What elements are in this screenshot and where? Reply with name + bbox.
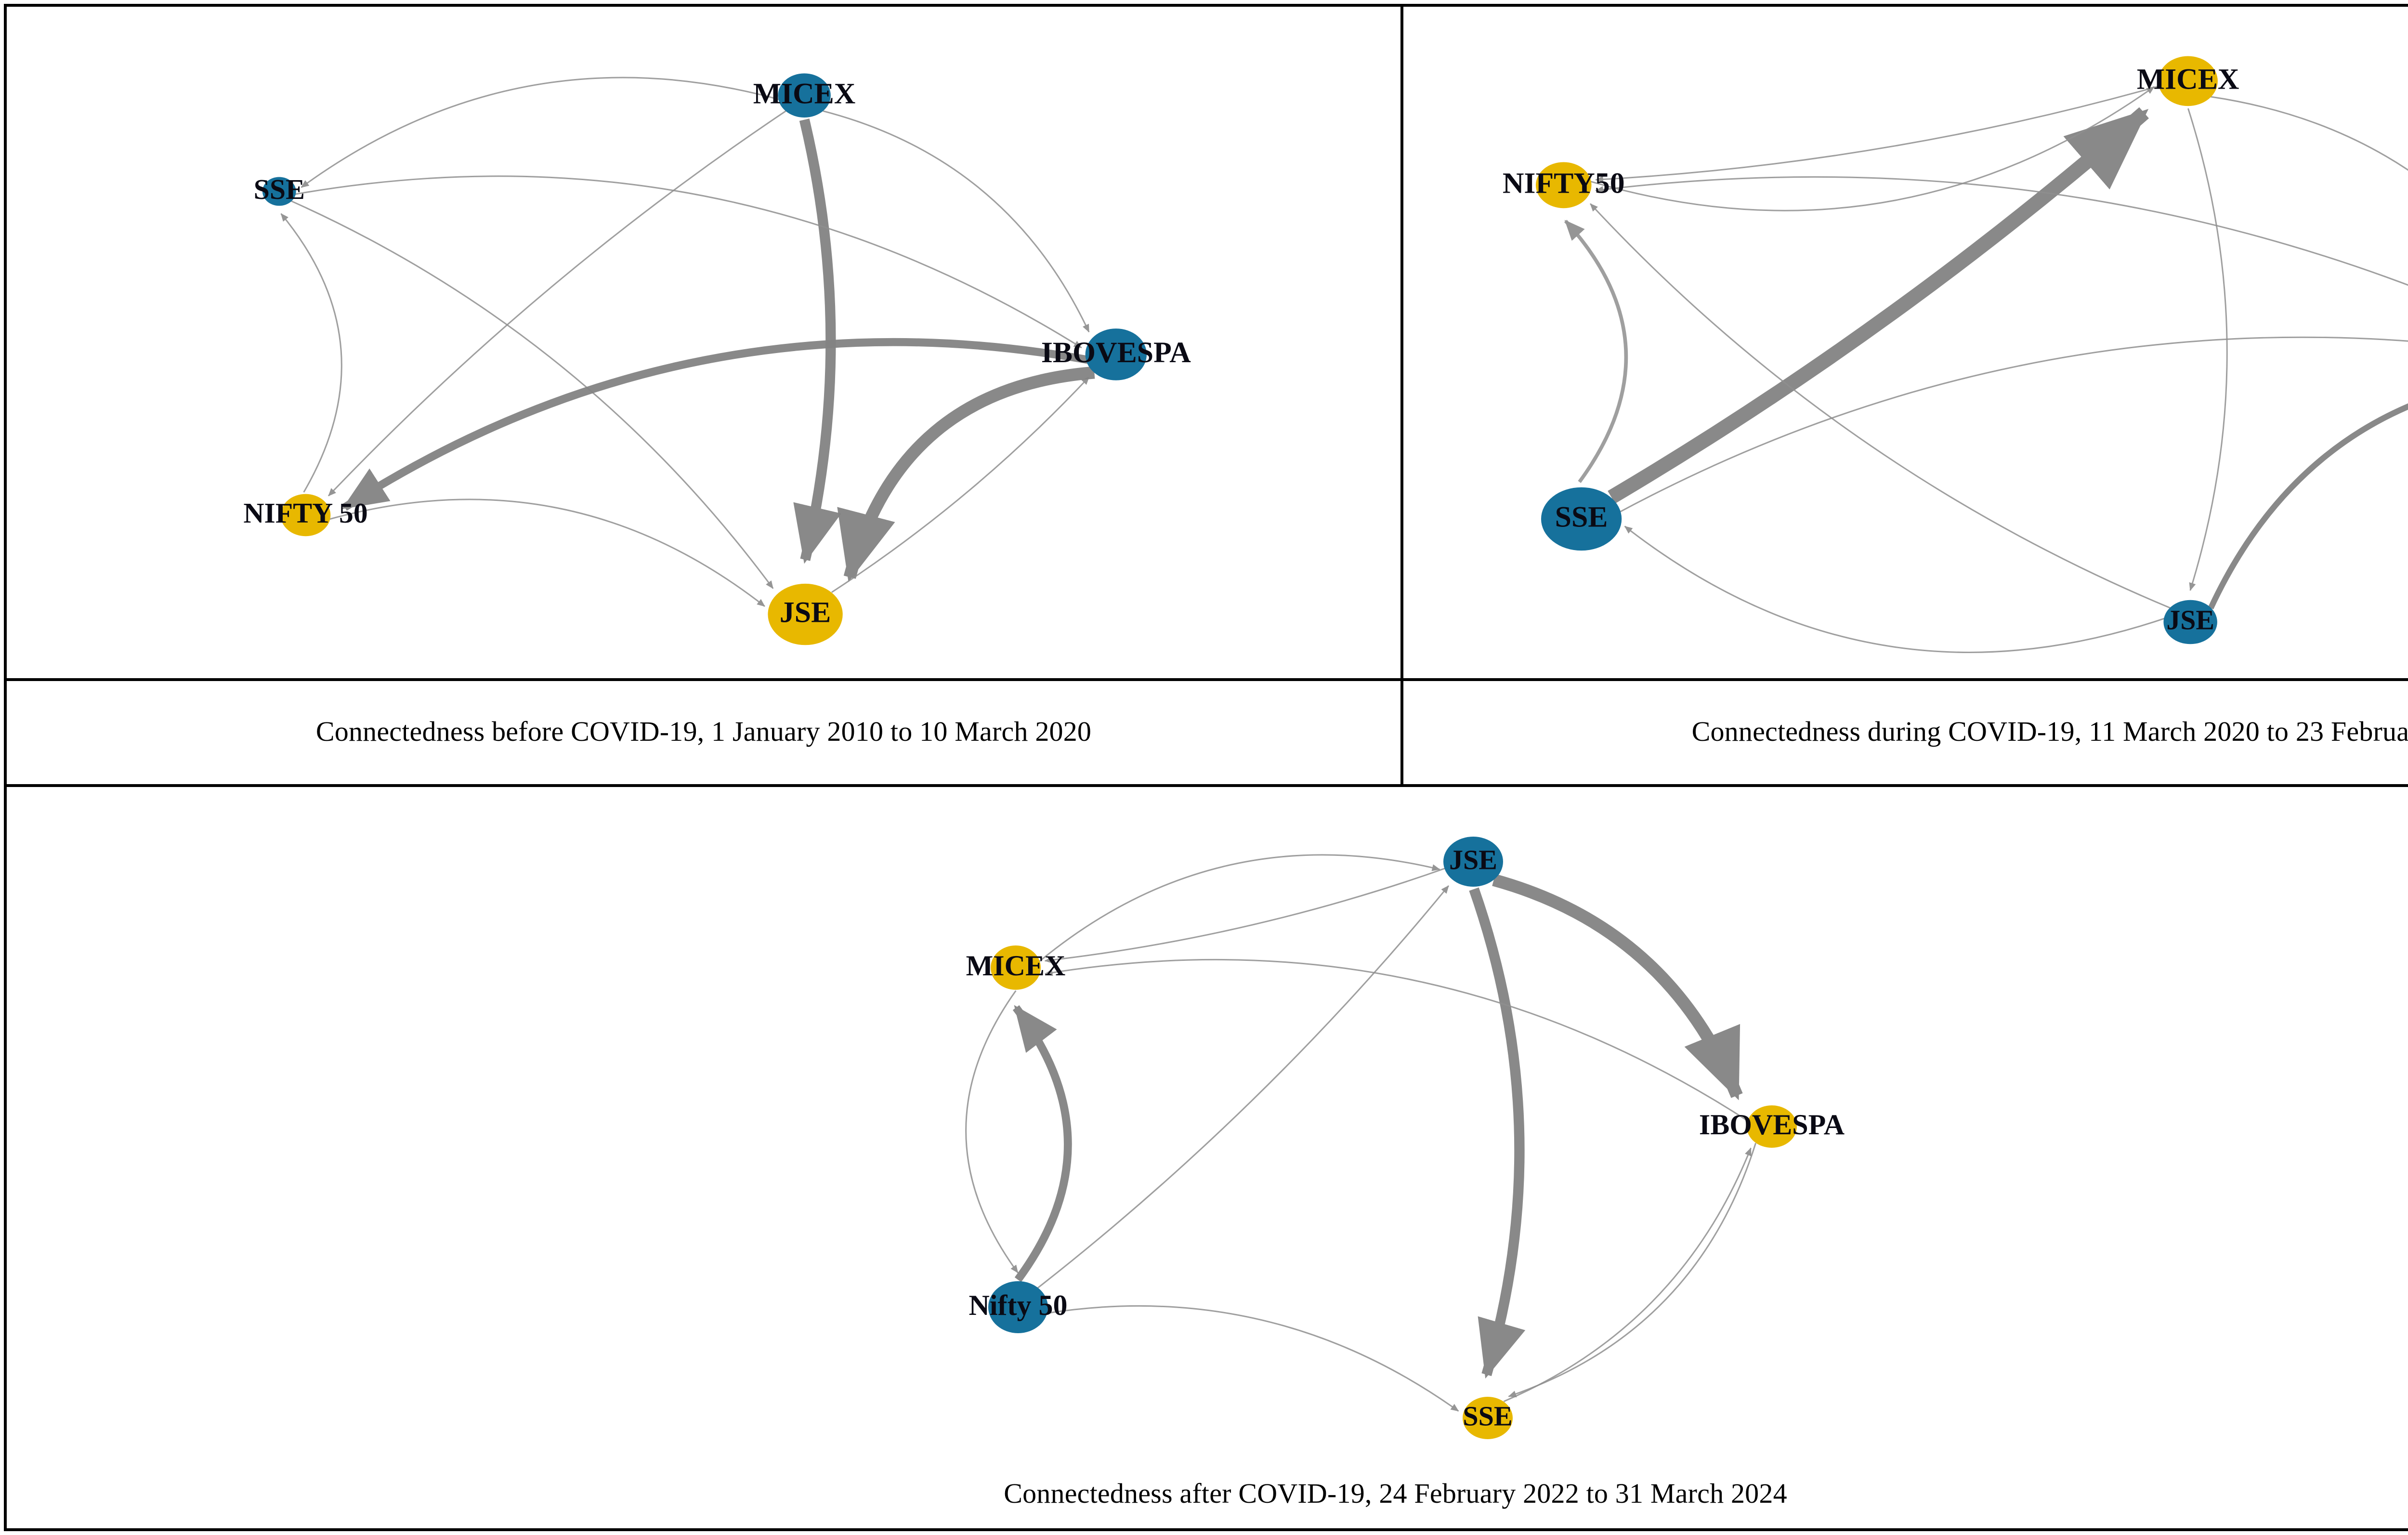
- node-label: JSE: [1449, 844, 1497, 875]
- node-label: SSE: [1555, 501, 1608, 534]
- network-edge: [965, 990, 1019, 1273]
- network-edge: [1595, 176, 2408, 286]
- node-label: JSE: [780, 596, 831, 629]
- node-layer: JSE MICEX IBOVESPA Nifty 50 SSE: [966, 837, 1845, 1439]
- network-edge: [831, 376, 1090, 593]
- edge-layer: [1564, 85, 2408, 653]
- network-edge: [823, 110, 1090, 333]
- network-edge: [793, 118, 841, 564]
- network-node[interactable]: IBOVESPA: [1041, 328, 1191, 380]
- network-edge: [1037, 885, 1450, 1289]
- network-edge: [1508, 1142, 1757, 1398]
- network-edge: [327, 110, 786, 497]
- node-label: MICEX: [2137, 63, 2239, 95]
- node-label: SSE: [1463, 1400, 1512, 1431]
- network-edge: [327, 499, 765, 607]
- node-circle[interactable]: [991, 945, 1041, 990]
- edge-layer: [965, 854, 1757, 1412]
- network-edge: [2210, 96, 2408, 171]
- node-circle[interactable]: [262, 177, 296, 206]
- network-node[interactable]: SSE: [1463, 1397, 1513, 1439]
- network-node[interactable]: IBOVESPA: [1699, 1105, 1845, 1148]
- network-edge: [1012, 1005, 1072, 1282]
- node-circle[interactable]: [1747, 1105, 1797, 1148]
- node-circle[interactable]: [1535, 162, 1592, 209]
- node-label: MICEX: [753, 77, 856, 110]
- panel-during-covid: MICEXNIFTY50IBOVESPASSEJSE: [1403, 7, 2408, 681]
- network-edge: [1590, 203, 2171, 609]
- network-edge: [1608, 107, 2149, 504]
- network-edge: [2208, 403, 2408, 610]
- network-after-covid: JSE MICEX IBOVESPA Nifty 50 SSE: [7, 787, 2408, 1461]
- network-edge: [1588, 86, 2155, 211]
- node-circle[interactable]: [280, 494, 331, 537]
- network-node[interactable]: Nifty 50: [969, 1281, 1068, 1333]
- caption-cell-during: Connectedness during COVID-19, 11 March …: [1403, 681, 2408, 787]
- network-node[interactable]: MICEX: [2137, 56, 2239, 106]
- figure-table-grid: MICEX SSE IBOVESPA NIFTY 50 JSE MICEX NIFTY50…: [4, 4, 2408, 1531]
- network-edge: [1044, 867, 1447, 964]
- network-edge: [1469, 887, 1526, 1379]
- network-edge: [1503, 1147, 1752, 1403]
- panel-before-covid: MICEX SSE IBOVESPA NIFTY 50 JSE: [7, 7, 1403, 681]
- node-label: JSE: [2166, 605, 2214, 636]
- node-layer: MICEX SSE IBOVESPA NIFTY 50 JSE: [243, 73, 1191, 645]
- network-svg-after: JSE MICEX IBOVESPA Nifty 50 SSE: [965, 837, 1845, 1439]
- edge-layer: [280, 77, 1095, 607]
- node-label: IBOVESPA: [1041, 336, 1191, 369]
- network-svg-before: MICEX SSE IBOVESPA NIFTY 50 JSE: [243, 73, 1191, 645]
- network-during-covid: MICEXNIFTY50IBOVESPASSEJSE: [1403, 7, 2408, 678]
- node-layer: MICEXNIFTY50IBOVESPASSEJSE: [1503, 56, 2239, 644]
- node-circle[interactable]: [1085, 328, 1147, 380]
- caption-during-covid: Connectedness during COVID-19, 11 March …: [1691, 715, 2408, 747]
- network-node[interactable]: JSE: [768, 583, 843, 645]
- network-edge: [1492, 874, 1743, 1101]
- network-edge: [1044, 958, 1750, 1123]
- network-node[interactable]: JSE: [2163, 600, 2217, 644]
- node-label: NIFTY 50: [243, 497, 367, 529]
- panel-after-covid: JSE MICEX IBOVESPA Nifty 50 SSE: [7, 787, 2408, 1461]
- caption-cell-after: Connectedness after COVID-19, 24 Februar…: [7, 1461, 2408, 1528]
- network-node[interactable]: MICEX: [966, 945, 1066, 990]
- node-label: SSE: [254, 173, 305, 205]
- network-svg-during: MICEXNIFTY50IBOVESPASSEJSE: [1503, 56, 2408, 653]
- caption-before-covid: Connectedness before COVID-19, 1 January…: [315, 715, 1092, 747]
- node-circle[interactable]: [988, 1281, 1048, 1333]
- network-node[interactable]: NIFTY50: [1503, 162, 1625, 209]
- network-node[interactable]: JSE: [1443, 837, 1503, 887]
- network-edge: [1045, 1305, 1459, 1412]
- network-edge: [1617, 336, 2408, 514]
- node-label: MICEX: [966, 950, 1066, 982]
- node-circle[interactable]: [778, 73, 831, 118]
- network-edge: [1595, 85, 2161, 183]
- network-edge: [280, 213, 342, 493]
- network-edge: [1624, 525, 2167, 653]
- node-circle[interactable]: [768, 583, 843, 645]
- network-node[interactable]: MICEX: [753, 73, 856, 118]
- node-circle[interactable]: [2163, 600, 2217, 644]
- network-edge: [1564, 220, 1628, 483]
- node-circle[interactable]: [1443, 837, 1503, 887]
- network-edge: [342, 338, 1089, 511]
- caption-cell-before: Connectedness before COVID-19, 1 January…: [7, 681, 1403, 787]
- network-edge: [301, 77, 781, 188]
- network-before-covid: MICEX SSE IBOVESPA NIFTY 50 JSE: [7, 7, 1400, 678]
- network-node[interactable]: SSE: [254, 173, 305, 206]
- node-circle[interactable]: [1541, 487, 1622, 551]
- network-edge: [1037, 854, 1440, 963]
- node-circle[interactable]: [1463, 1397, 1513, 1439]
- node-label: IBOVESPA: [1699, 1109, 1845, 1141]
- node-label: NIFTY50: [1503, 167, 1625, 200]
- network-node[interactable]: NIFTY 50: [243, 494, 368, 537]
- node-circle[interactable]: [2158, 56, 2218, 106]
- node-label: Nifty 50: [969, 1289, 1068, 1321]
- network-edge: [837, 366, 1095, 582]
- network-edge: [294, 175, 1082, 349]
- network-edge: [2187, 108, 2228, 591]
- caption-after-covid: Connectedness after COVID-19, 24 Februar…: [1004, 1478, 1787, 1509]
- network-node[interactable]: SSE: [1541, 487, 1622, 551]
- network-edge: [291, 200, 774, 589]
